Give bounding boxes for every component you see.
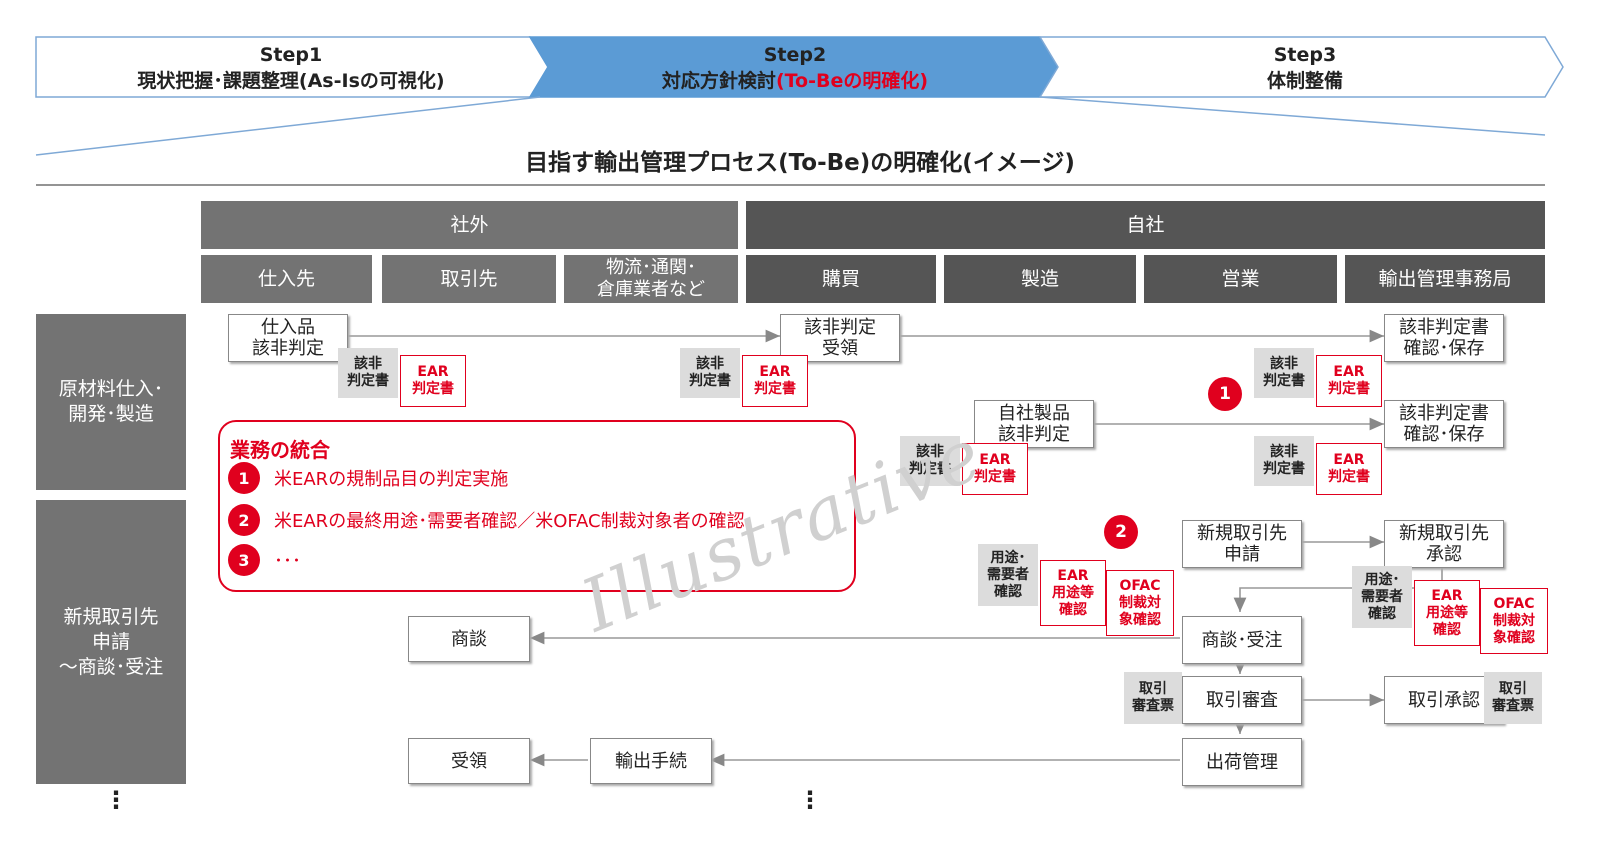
box-torihiki-shinsa[interactable]: 取引審査 xyxy=(1182,676,1302,724)
column-header-sales: 営業 xyxy=(1144,255,1337,303)
step1-label: Step1 xyxy=(259,44,323,66)
doc-yoto-juyosha-1: 用途･ 需要者 確認 xyxy=(978,544,1038,606)
step2-desc-red: (To-Beの明確化) xyxy=(775,70,929,92)
step1-text: Step1 現状把握･課題整理(As-Isの可視化) xyxy=(36,42,546,94)
step2-text: Step2 対応方針検討(To-Beの明確化) xyxy=(540,42,1050,94)
row-header-new-client: 新規取引先 申請 ～商談･受注 xyxy=(36,500,186,784)
zoom-line-left xyxy=(35,96,541,156)
column-header-export-office: 輸出管理事務局 xyxy=(1345,255,1545,303)
box-hanteisho-kakunin-1[interactable]: 該非判定書 確認･保存 xyxy=(1384,314,1504,362)
doc-ear-hanteisho-4: EAR 判定書 xyxy=(962,443,1028,495)
box-juryo[interactable]: 受領 xyxy=(408,738,530,784)
doc-ear-hanteisho-5: EAR 判定書 xyxy=(1316,443,1382,495)
box-hantei-juryo[interactable]: 該非判定 受領 xyxy=(780,314,900,362)
box-jisha-hantei[interactable]: 自社製品 該非判定 xyxy=(974,400,1094,448)
column-header-client: 取引先 xyxy=(382,255,556,303)
step3-label: Step3 xyxy=(1273,44,1337,66)
column-header-manufacturing: 製造 xyxy=(944,255,1136,303)
row-header-materials: 原材料仕入･ 開発･製造 xyxy=(36,314,186,490)
box-yushutsu-tetsuzuki[interactable]: 輸出手続 xyxy=(590,738,712,784)
integration-item-2: 2 米EARの最終用途･需要者確認／米OFAC制裁対象者の確認 xyxy=(228,504,745,536)
doc-gaihi-hanteisho-5: 該非 判定書 xyxy=(1254,436,1314,486)
column-header-supplier: 仕入先 xyxy=(201,255,372,303)
doc-gaihi-hanteisho-2: 該非 判定書 xyxy=(680,348,740,398)
step-chevrons xyxy=(35,36,1564,186)
ellipsis-left: ⋮ xyxy=(104,786,128,814)
integration-badge-2: 2 xyxy=(228,504,260,536)
integration-text-3: ･･･ xyxy=(274,551,301,572)
doc-gaihi-hanteisho-1: 該非 判定書 xyxy=(338,348,398,398)
box-shukka-kanri[interactable]: 出荷管理 xyxy=(1182,738,1302,786)
doc-ofac-1: OFAC 制裁対 象確認 xyxy=(1106,570,1174,636)
doc-ear-hanteisho-3: EAR 判定書 xyxy=(1316,355,1382,407)
step3-chevron[interactable] xyxy=(1038,36,1564,98)
column-header-logistics: 物流･通関･ 倉庫業者など xyxy=(564,255,738,303)
step2-desc: 対応方針検討(To-Beの明確化) xyxy=(540,68,1050,94)
integration-text-2: 米EARの最終用途･需要者確認／米OFAC制裁対象者の確認 xyxy=(274,511,745,532)
ellipsis-center: ⋮ xyxy=(798,786,822,814)
box-shiire-hantei[interactable]: 仕入品 該非判定 xyxy=(228,314,348,362)
box-hanteisho-kakunin-2[interactable]: 該非判定書 確認･保存 xyxy=(1384,400,1504,448)
box-shodan-juchu[interactable]: 商談･受注 xyxy=(1182,616,1302,664)
step1-desc: 現状把握･課題整理(As-Isの可視化) xyxy=(137,70,445,92)
doc-ofac-2: OFAC 制裁対 象確認 xyxy=(1480,588,1548,654)
header-external: 社外 xyxy=(201,201,738,249)
doc-gaihi-hanteisho-4: 該非 判定書 xyxy=(900,436,960,486)
doc-ear-yoto-1: EAR 用途等 確認 xyxy=(1040,560,1106,626)
step3-text: Step3 体制整備 xyxy=(1050,42,1560,94)
doc-torihiki-shinsahyo-1: 取引 審査票 xyxy=(1124,672,1182,724)
doc-gaihi-hanteisho-3: 該非 判定書 xyxy=(1254,348,1314,398)
step2-desc-black: 対応方針検討 xyxy=(661,70,776,92)
integration-badge-3: 3 xyxy=(228,544,260,576)
page-title: 目指す輸出管理プロセス(To-Be)の明確化(イメージ) xyxy=(525,150,1075,176)
doc-ear-hanteisho-1: EAR 判定書 xyxy=(400,355,466,407)
integration-title: 業務の統合 xyxy=(230,438,330,462)
doc-ear-yoto-2: EAR 用途等 確認 xyxy=(1414,580,1480,646)
step2-label: Step2 xyxy=(763,44,827,66)
column-header-purchasing: 購買 xyxy=(746,255,936,303)
box-shinki-shinsei[interactable]: 新規取引先 申請 xyxy=(1182,520,1302,568)
integration-item-1: 1 米EARの規制品目の判定実施 xyxy=(228,462,508,494)
integration-item-3: 3 ･･･ xyxy=(228,544,301,576)
badge-two: 2 xyxy=(1104,515,1138,549)
step3-desc: 体制整備 xyxy=(1266,70,1343,92)
box-shodan[interactable]: 商談 xyxy=(408,616,530,662)
box-shinki-shonin[interactable]: 新規取引先 承認 xyxy=(1384,520,1504,568)
integration-text-1: 米EARの規制品目の判定実施 xyxy=(274,469,509,490)
integration-badge-1: 1 xyxy=(228,462,260,494)
badge-one: 1 xyxy=(1208,377,1242,411)
integration-callout: 業務の統合 1 米EARの規制品目の判定実施 2 米EARの最終用途･需要者確認… xyxy=(218,420,856,592)
header-internal: 自社 xyxy=(746,201,1545,249)
doc-yoto-juyosha-2: 用途･ 需要者 確認 xyxy=(1352,566,1412,628)
doc-torihiki-shinsahyo-2: 取引 審査票 xyxy=(1484,672,1542,724)
zoom-line-right xyxy=(1039,96,1546,136)
doc-ear-hanteisho-2: EAR 判定書 xyxy=(742,355,808,407)
